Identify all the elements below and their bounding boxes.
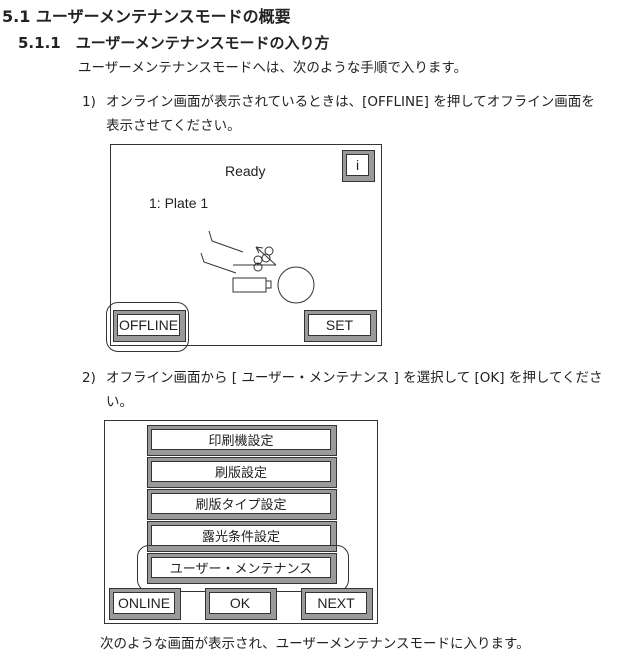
step-text: 表示させてください。 xyxy=(106,118,241,134)
step-number: 1) xyxy=(82,94,96,110)
step-text: オフライン画面から [ ユーザー・メンテナンス ] を選択して [OK] を押し… xyxy=(106,370,603,386)
subsection-title: 5.1.1 ユーザーメンテナンスモードの入り方 xyxy=(18,34,330,52)
menu-plate-settings[interactable]: 刷版設定 xyxy=(147,457,337,488)
set-button[interactable]: SET xyxy=(304,310,377,342)
info-button[interactable]: i xyxy=(342,150,375,182)
menu-label: 刷版設定 xyxy=(151,461,331,482)
menu-plate-type-settings[interactable]: 刷版タイプ設定 xyxy=(147,489,337,520)
next-button-label: NEXT xyxy=(305,592,367,614)
online-button[interactable]: ONLINE xyxy=(109,588,181,620)
printer-diagram-icon xyxy=(200,230,315,304)
online-screen: Ready 1: Plate 1 i OFFLINE SET xyxy=(106,144,382,352)
plate-text: 1: Plate 1 xyxy=(149,195,209,211)
online-button-label: ONLINE xyxy=(113,592,175,614)
status-text: Ready xyxy=(225,163,266,179)
next-button[interactable]: NEXT xyxy=(301,588,373,620)
menu-label: 露光条件設定 xyxy=(151,525,331,546)
menu-user-maintenance[interactable]: ユーザー・メンテナンス xyxy=(147,553,337,584)
section-title: 5.1 ユーザーメンテナンスモードの概要 xyxy=(2,7,291,26)
highlight-outline xyxy=(137,545,349,592)
menu-label: 刷版タイプ設定 xyxy=(151,493,331,514)
highlight-outline xyxy=(106,302,189,352)
offline-screen: 印刷機設定 刷版設定 刷版タイプ設定 露光条件設定 ユーザー・メンテナンス ON… xyxy=(104,420,378,624)
menu-label: 印刷機設定 xyxy=(151,429,331,450)
step-text: オンライン画面が表示されているときは、[OFFLINE] を押してオフライン画面… xyxy=(106,94,595,110)
step-number: 2) xyxy=(82,370,96,386)
intro-text: ユーザーメンテナンスモードへは、次のような手順で入ります。 xyxy=(78,60,468,76)
offline-button-label: OFFLINE xyxy=(117,314,180,336)
closing-text: 次のような画面が表示され、ユーザーメンテナンスモードに入ります。 xyxy=(100,636,530,652)
menu-printer-settings[interactable]: 印刷機設定 xyxy=(147,425,337,456)
ok-button-label: OK xyxy=(209,592,271,614)
set-button-label: SET xyxy=(308,314,371,336)
ok-button[interactable]: OK xyxy=(205,588,277,620)
menu-label: ユーザー・メンテナンス xyxy=(151,557,331,578)
menu-exposure-settings[interactable]: 露光条件設定 xyxy=(147,521,337,552)
info-button-label: i xyxy=(346,154,369,176)
offline-button[interactable]: OFFLINE xyxy=(113,310,186,342)
step-text: い。 xyxy=(106,394,133,410)
